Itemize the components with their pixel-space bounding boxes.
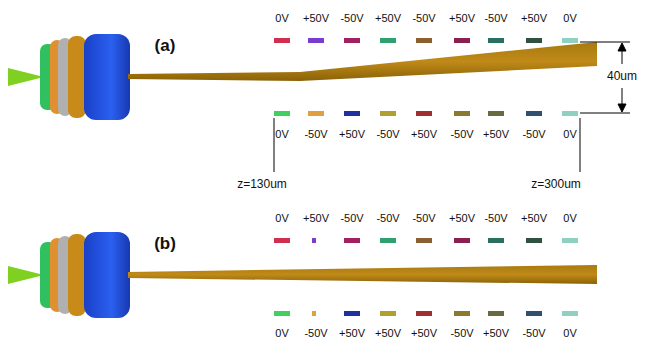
panel-label: (a) <box>155 37 176 54</box>
voltage-label: 0V <box>563 328 576 339</box>
voltage-label: +50V <box>449 213 475 224</box>
voltage-label: -50V <box>522 328 545 339</box>
electrode-row <box>274 311 578 316</box>
voltage-label: -50V <box>376 129 399 140</box>
voltage-label: -50V <box>340 13 363 24</box>
voltage-label: -50V <box>304 129 327 140</box>
voltage-label: +50V <box>449 13 475 24</box>
voltage-label: +50V <box>411 129 437 140</box>
voltage-label: +50V <box>483 328 509 339</box>
voltage-label: 0V <box>275 13 288 24</box>
voltage-label: 0V <box>563 13 576 24</box>
voltage-label: -50V <box>412 13 435 24</box>
voltage-label: 0V <box>563 129 576 140</box>
dimension-label: z=130um <box>237 178 287 190</box>
voltage-label: -50V <box>450 129 473 140</box>
voltage-label: 0V <box>275 328 288 339</box>
voltage-label: +50V <box>339 129 365 140</box>
panel-label: (b) <box>154 235 176 252</box>
voltage-label: -50V <box>412 213 435 224</box>
voltage-label: +50V <box>521 213 547 224</box>
voltage-label: 0V <box>275 213 288 224</box>
voltage-label: -50V <box>522 129 545 140</box>
voltage-label: 0V <box>275 129 288 140</box>
electron-gun <box>8 232 597 318</box>
electron-gun <box>8 34 597 120</box>
voltage-label: -50V <box>340 213 363 224</box>
voltage-label: -50V <box>304 328 327 339</box>
voltage-label: +50V <box>375 13 401 24</box>
voltage-label: +50V <box>303 213 329 224</box>
dimension-label: z=300um <box>531 178 581 190</box>
voltage-label: +50V <box>483 129 509 140</box>
voltage-label: +50V <box>411 328 437 339</box>
dimension-label: 40um <box>607 70 637 82</box>
voltage-label: -50V <box>450 328 473 339</box>
voltage-label: +50V <box>521 13 547 24</box>
voltage-label: +50V <box>375 328 401 339</box>
electrode-row <box>274 38 578 43</box>
voltage-label: -50V <box>376 213 399 224</box>
voltage-label: +50V <box>339 328 365 339</box>
voltage-label: -50V <box>484 213 507 224</box>
dimension-lines <box>274 42 630 172</box>
electrode-row <box>274 238 578 243</box>
voltage-label: -50V <box>484 13 507 24</box>
electrode-row <box>274 111 578 116</box>
voltage-label: 0V <box>563 213 576 224</box>
voltage-label: +50V <box>303 13 329 24</box>
